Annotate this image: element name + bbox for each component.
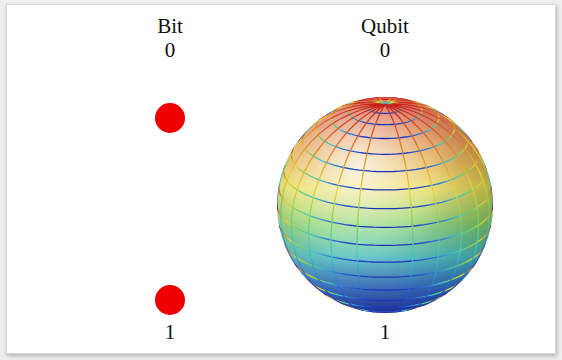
state-label: 0 bbox=[165, 40, 176, 61]
bit-heading: Bit bbox=[157, 16, 183, 37]
sphere-shading bbox=[277, 97, 493, 313]
grid-line bbox=[331, 105, 385, 311]
grid-line bbox=[385, 105, 413, 313]
grid-line bbox=[385, 105, 479, 296]
sphere-grid bbox=[277, 97, 493, 313]
grid-line bbox=[385, 99, 407, 105]
qubit-heading: Qubit bbox=[361, 16, 409, 37]
state-label: 1 bbox=[165, 322, 176, 343]
state-label: 0 bbox=[380, 40, 391, 61]
grid-line bbox=[384, 105, 385, 313]
bloch-sphere bbox=[277, 97, 493, 313]
state-label: 1 bbox=[380, 322, 391, 343]
grid-line bbox=[357, 105, 385, 313]
grid-line bbox=[385, 105, 489, 268]
grid-line bbox=[292, 105, 386, 296]
grid-line bbox=[385, 98, 395, 105]
grid-line bbox=[385, 105, 439, 311]
grid-line bbox=[281, 105, 385, 268]
sphere-fill bbox=[277, 97, 493, 313]
grid-line bbox=[385, 105, 461, 306]
bit-zero-dot bbox=[155, 103, 185, 133]
bit-one-dot bbox=[155, 285, 185, 315]
grid-line bbox=[309, 105, 385, 306]
